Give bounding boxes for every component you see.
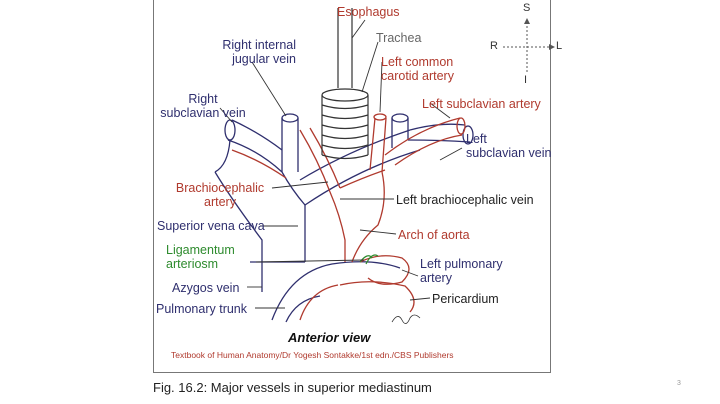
- left-cca-opening: [373, 113, 387, 121]
- compass-superior: S: [523, 2, 531, 14]
- signature: [391, 314, 421, 324]
- leader-pericardium: [409, 297, 431, 301]
- pulmonary-trunk: [271, 261, 401, 321]
- right-subclavian-opening: [224, 119, 236, 141]
- label-right-internal-jugular-vein: Right internal jugular vein: [222, 38, 296, 66]
- label-left-common-carotid-artery: Left common carotid artery: [381, 55, 454, 83]
- left-pulmonary-artery: [359, 255, 410, 285]
- left-brachiocephalic-vein: [299, 129, 421, 206]
- left-ijv-opening: [391, 113, 409, 123]
- figure-caption: Fig. 16.2: Major vessels in superior med…: [153, 380, 432, 395]
- esophagus: [337, 8, 353, 88]
- compass-right: R: [490, 40, 498, 52]
- label-left-subclavian-vein: Left subclavian vein: [466, 132, 552, 160]
- label-trachea: Trachea: [376, 31, 422, 45]
- azygos-vein: [250, 261, 305, 292]
- left-subclavian-opening: [462, 125, 474, 145]
- right-subclavian-vein: [227, 119, 283, 173]
- arch-of-aorta: [329, 171, 385, 263]
- aortic-arch-curve: [339, 169, 386, 189]
- pulmonary-trunk-lower: [285, 295, 321, 323]
- right-internal-jugular-vein: [281, 118, 299, 172]
- label-esophagus: Esophagus: [337, 5, 400, 19]
- label-azygos-vein: Azygos vein: [172, 281, 240, 295]
- leader-rsv: [219, 107, 233, 123]
- label-left-subclavian-artery: Left subclavian artery: [422, 97, 541, 111]
- compass-arrow-right: [549, 44, 555, 50]
- label-superior-vena-cava: Superior vena cava: [157, 219, 265, 233]
- label-brachiocephalic-artery: Brachiocephalic artery: [175, 181, 265, 209]
- leader-esophagus: [351, 19, 366, 39]
- slide-number: 3: [677, 380, 681, 387]
- view-label: Anterior view: [288, 330, 371, 345]
- superior-vena-cava: [214, 171, 306, 262]
- right-subclavian-artery: [231, 149, 287, 179]
- leader-lpa: [401, 269, 419, 277]
- left-internal-jugular-vein: [391, 118, 409, 148]
- trachea-top: [321, 88, 369, 102]
- label-arch-of-aorta: Arch of aorta: [398, 228, 470, 242]
- brachiocephalic-artery: [299, 127, 341, 193]
- left-subclavian-artery: [384, 117, 463, 166]
- label-right-subclavian-vein: Right subclavian vein: [160, 92, 246, 120]
- compass-inferior: I: [524, 74, 528, 86]
- compass-left: L: [556, 40, 563, 52]
- trachea-rings: [321, 104, 369, 160]
- credit-line: Textbook of Human Anatomy/Dr Yogesh Sont…: [171, 350, 454, 360]
- leader-lsa: [429, 102, 451, 119]
- left-common-carotid-artery: [369, 117, 387, 173]
- leader-ligamentum: [255, 259, 365, 263]
- leader-lcca: [379, 61, 383, 113]
- leader-arch: [359, 229, 397, 235]
- left-subclavian-artery-opening: [456, 117, 466, 135]
- label-ligamentum-arteriosm: Ligamentum arteriosm: [166, 243, 235, 271]
- leader-rijv: [251, 61, 287, 117]
- leader-brachiocephalic-artery: [271, 181, 329, 189]
- right-ijv-opening: [281, 113, 299, 123]
- trachea-walls: [321, 95, 369, 155]
- label-pulmonary-trunk: Pulmonary trunk: [156, 302, 248, 316]
- label-pericardium: Pericardium: [432, 292, 499, 306]
- label-left-brachiocephalic-vein: Left brachiocephalic vein: [396, 193, 534, 207]
- left-subclavian-vein: [407, 123, 471, 143]
- leader-trachea: [361, 41, 379, 93]
- heart-outline: [299, 284, 339, 321]
- compass-arrow-up: [524, 18, 530, 24]
- leader-lsv: [439, 147, 463, 161]
- label-left-pulmonary-artery: Left pulmonary artery: [420, 257, 503, 285]
- pericardium: [339, 281, 415, 313]
- right-brachiocephalic-vein: [214, 139, 306, 206]
